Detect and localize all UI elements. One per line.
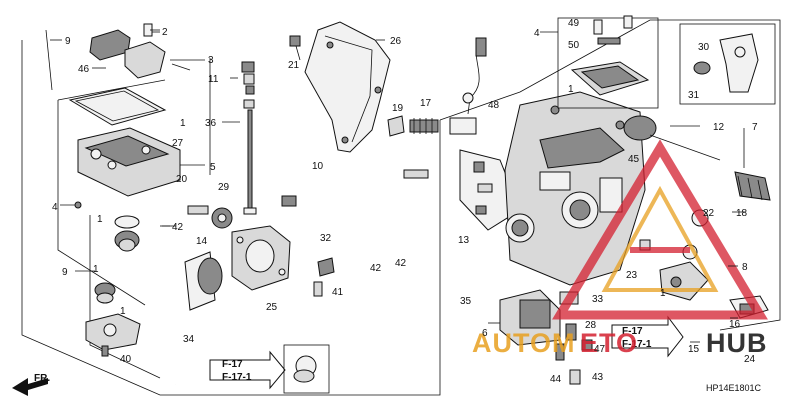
label-27: 27 xyxy=(172,138,184,149)
ref-f17-1: F-17-1 xyxy=(222,372,252,383)
carb-top-gasket xyxy=(68,87,167,126)
label-18: 18 xyxy=(736,208,748,219)
intake-insulator xyxy=(184,225,291,311)
label-19: 19 xyxy=(392,103,404,114)
label-10: 10 xyxy=(312,161,324,172)
label-1d: 1 xyxy=(120,306,126,317)
label-1a: 1 xyxy=(180,118,186,129)
fitting-32 xyxy=(317,257,335,277)
bracket-30 xyxy=(693,33,759,93)
label-40: 40 xyxy=(120,354,132,365)
watermark-text: AUTOM ETO HUB xyxy=(472,328,768,358)
ref-arrow-left: F-17 F-17-1 xyxy=(209,350,286,390)
label-21: 21 xyxy=(288,60,300,71)
label-25: 25 xyxy=(266,302,278,313)
bolt-21 xyxy=(289,35,301,47)
label-42b: 42 xyxy=(370,263,382,274)
label-41: 41 xyxy=(332,287,344,298)
label-36: 36 xyxy=(205,118,217,129)
ref-arrow-right: F-17 F-17-1 xyxy=(611,315,684,358)
frame-left-inner xyxy=(57,79,166,306)
label-1b: 1 xyxy=(97,214,103,225)
label-43: 43 xyxy=(592,372,604,383)
watermark-left: AUTOM xyxy=(472,328,576,358)
label-8: 8 xyxy=(742,262,748,273)
label-50: 50 xyxy=(568,40,580,51)
label-12: 12 xyxy=(713,122,725,133)
drawing-code: HP14E1801C xyxy=(706,383,762,393)
ref-right-f17: F-17 xyxy=(622,326,643,337)
label-9b: 9 xyxy=(62,267,68,278)
cover-plate-50 xyxy=(570,15,650,96)
bracket-26 xyxy=(304,21,391,153)
watermark-right: HUB xyxy=(706,328,768,358)
jet-stack-11 xyxy=(241,61,257,215)
label-15: 15 xyxy=(688,344,700,355)
ref-right-f17-1: F-17-1 xyxy=(622,339,652,350)
fr-label: FR. xyxy=(34,373,50,384)
float-bowl-parts xyxy=(85,215,141,357)
frame-right-group xyxy=(439,19,781,331)
part-labels: 9 2 3 46 11 36 1 27 5 20 4 1 29 42 14 9 … xyxy=(52,18,758,385)
label-32: 32 xyxy=(320,233,332,244)
label-26: 26 xyxy=(390,36,402,47)
label-4: 4 xyxy=(52,202,58,213)
label-9: 9 xyxy=(65,36,71,47)
label-20: 20 xyxy=(176,174,188,185)
label-1e: 1 xyxy=(568,84,574,95)
screw-41 xyxy=(313,281,323,297)
label-28: 28 xyxy=(585,320,597,331)
label-23: 23 xyxy=(626,270,638,281)
label-42a: 42 xyxy=(172,222,184,233)
pin-9 xyxy=(45,29,53,91)
label-5: 5 xyxy=(210,162,216,173)
watermark-logo xyxy=(552,139,768,320)
label-42c: 42 xyxy=(395,258,407,269)
choke-parts xyxy=(387,37,487,137)
label-4b: 4 xyxy=(534,28,540,39)
linkage-13 xyxy=(459,149,521,231)
label-31: 31 xyxy=(688,90,700,101)
label-2: 2 xyxy=(162,27,168,38)
carb-top-body xyxy=(77,127,181,197)
label-16: 16 xyxy=(729,319,741,330)
label-47: 47 xyxy=(594,344,606,355)
label-6: 6 xyxy=(482,328,488,339)
label-1c: 1 xyxy=(93,264,99,275)
ref-f17: F-17 xyxy=(222,359,243,370)
label-44: 44 xyxy=(550,374,562,385)
label-35: 35 xyxy=(460,296,472,307)
label-48: 48 xyxy=(488,100,500,111)
label-14: 14 xyxy=(196,236,208,247)
label-13: 13 xyxy=(458,235,470,246)
top-cover-group xyxy=(89,23,205,79)
label-49: 49 xyxy=(568,18,580,29)
leader-lines xyxy=(92,29,745,343)
label-24: 24 xyxy=(744,354,756,365)
watermark-mid: ETO xyxy=(580,328,638,358)
label-17: 17 xyxy=(420,98,432,109)
frame-left-group xyxy=(21,40,441,396)
label-33: 33 xyxy=(592,294,604,305)
label-29: 29 xyxy=(218,182,230,193)
label-22: 22 xyxy=(703,208,715,219)
front-direction-arrow: FR. xyxy=(12,373,50,396)
frame-floatbowl-box xyxy=(89,215,161,379)
label-46: 46 xyxy=(78,64,90,75)
ref-inset-box xyxy=(283,344,330,394)
label-45: 45 xyxy=(628,154,640,165)
label-11: 11 xyxy=(208,74,219,85)
label-1f: 1 xyxy=(660,288,666,299)
label-34: 34 xyxy=(183,334,195,345)
label-3: 3 xyxy=(208,55,214,66)
screw-20 xyxy=(187,205,209,215)
label-30: 30 xyxy=(698,42,710,53)
box-49-50 xyxy=(557,17,659,109)
box-30-31 xyxy=(679,23,776,105)
label-7: 7 xyxy=(752,122,758,133)
